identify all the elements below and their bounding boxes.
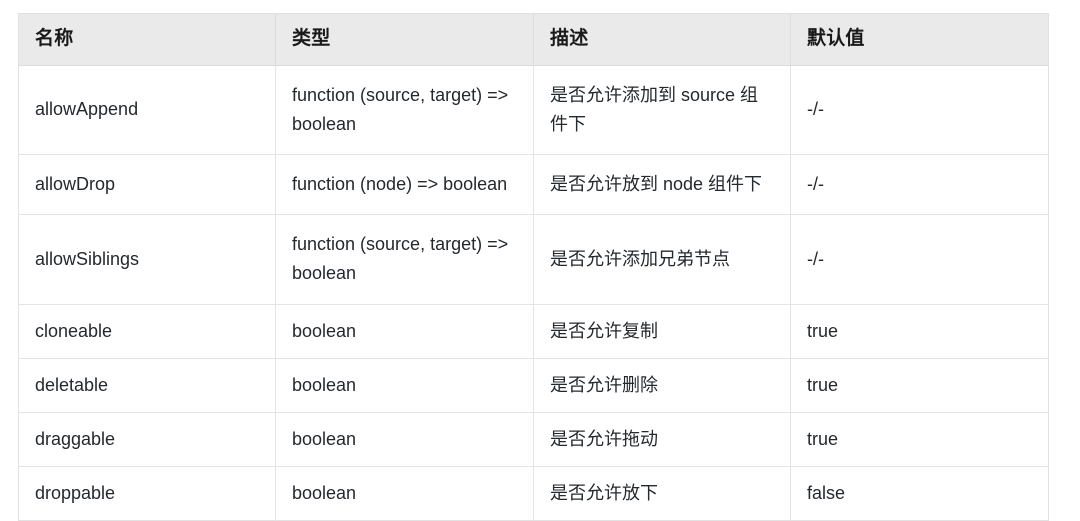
cell-prop-desc: 是否允许放下 <box>533 466 791 521</box>
table-row: draggable boolean 是否允许拖动 true <box>18 412 1049 468</box>
component-props-table: 名称 类型 描述 默认值 allowAppend function (sourc… <box>18 13 1049 521</box>
table-row: allowDrop function (node) => boolean 是否允… <box>18 154 1049 216</box>
cell-prop-name: cloneable <box>18 304 276 359</box>
cell-prop-default: true <box>790 412 1049 468</box>
table-row: cloneable boolean 是否允许复制 true <box>18 304 1049 359</box>
column-header-desc: 描述 <box>533 13 791 66</box>
cell-prop-type: boolean <box>275 466 534 521</box>
column-header-type: 类型 <box>275 13 534 66</box>
cell-prop-type: function (node) => boolean <box>275 154 534 216</box>
cell-prop-default: true <box>790 358 1049 413</box>
cell-prop-type: function (source, target) => boolean <box>275 214 534 305</box>
cell-prop-default: -/- <box>790 65 1049 156</box>
table-row: allowSiblings function (source, target) … <box>18 214 1049 305</box>
cell-prop-default: -/- <box>790 214 1049 305</box>
cell-prop-desc: 是否允许放到 node 组件下 <box>533 154 791 216</box>
cell-prop-type: function (source, target) => boolean <box>275 65 534 156</box>
cell-prop-type: boolean <box>275 358 534 413</box>
cell-prop-desc: 是否允许删除 <box>533 358 791 413</box>
table-header: 名称 类型 描述 默认值 <box>18 13 1049 66</box>
cell-prop-name: deletable <box>18 358 276 413</box>
cell-prop-type: boolean <box>275 412 534 468</box>
table-row: allowAppend function (source, target) =>… <box>18 65 1049 156</box>
cell-prop-name: droppable <box>18 466 276 521</box>
cell-prop-default: -/- <box>790 154 1049 216</box>
cell-prop-name: allowAppend <box>18 65 276 156</box>
cell-prop-default: false <box>807 483 846 503</box>
table-body: allowAppend function (source, target) =>… <box>18 65 1049 521</box>
cell-prop-desc: 是否允许添加兄弟节点 <box>533 214 791 305</box>
column-header-default: 默认值 <box>790 13 1049 66</box>
cell-prop-name: draggable <box>18 412 276 468</box>
cell-prop-desc: 是否允许复制 <box>533 304 791 359</box>
column-header-name: 名称 <box>18 13 276 66</box>
table-row: deletable boolean 是否允许删除 true <box>18 358 1049 413</box>
cell-prop-type: boolean <box>275 304 534 359</box>
cell-prop-default: true <box>790 304 1049 359</box>
cell-prop-name: allowDrop <box>18 154 276 216</box>
cell-prop-desc: 是否允许添加到 source 组件下 <box>533 65 791 156</box>
cell-prop-name: allowSiblings <box>18 214 276 305</box>
cell-prop-desc: 是否允许拖动 <box>533 412 791 468</box>
table-header-row: 名称 类型 描述 默认值 <box>18 13 1049 66</box>
table-row: droppable boolean 是否允许放下 false <box>18 466 1049 521</box>
